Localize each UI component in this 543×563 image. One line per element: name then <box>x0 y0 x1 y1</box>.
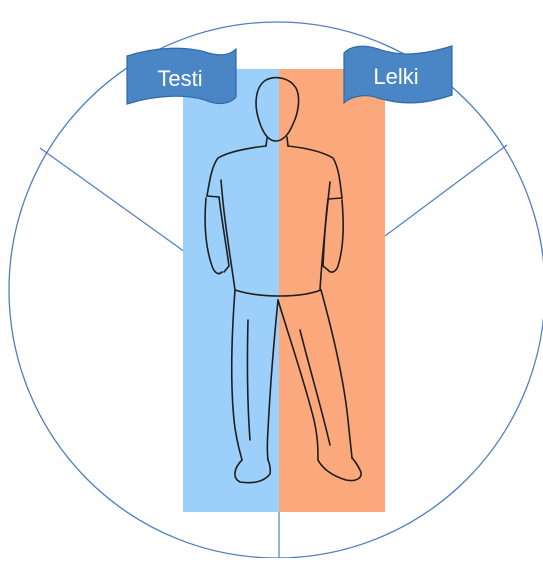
divider-line-left <box>40 148 185 252</box>
banner-lelki-label: Lelki <box>373 64 418 89</box>
divider-line-right <box>385 145 507 236</box>
right-panel-soul <box>279 69 385 512</box>
banner-lelki: Lelki <box>344 46 452 103</box>
banner-testi-label: Testi <box>157 66 202 91</box>
banner-testi: Testi <box>127 48 236 104</box>
